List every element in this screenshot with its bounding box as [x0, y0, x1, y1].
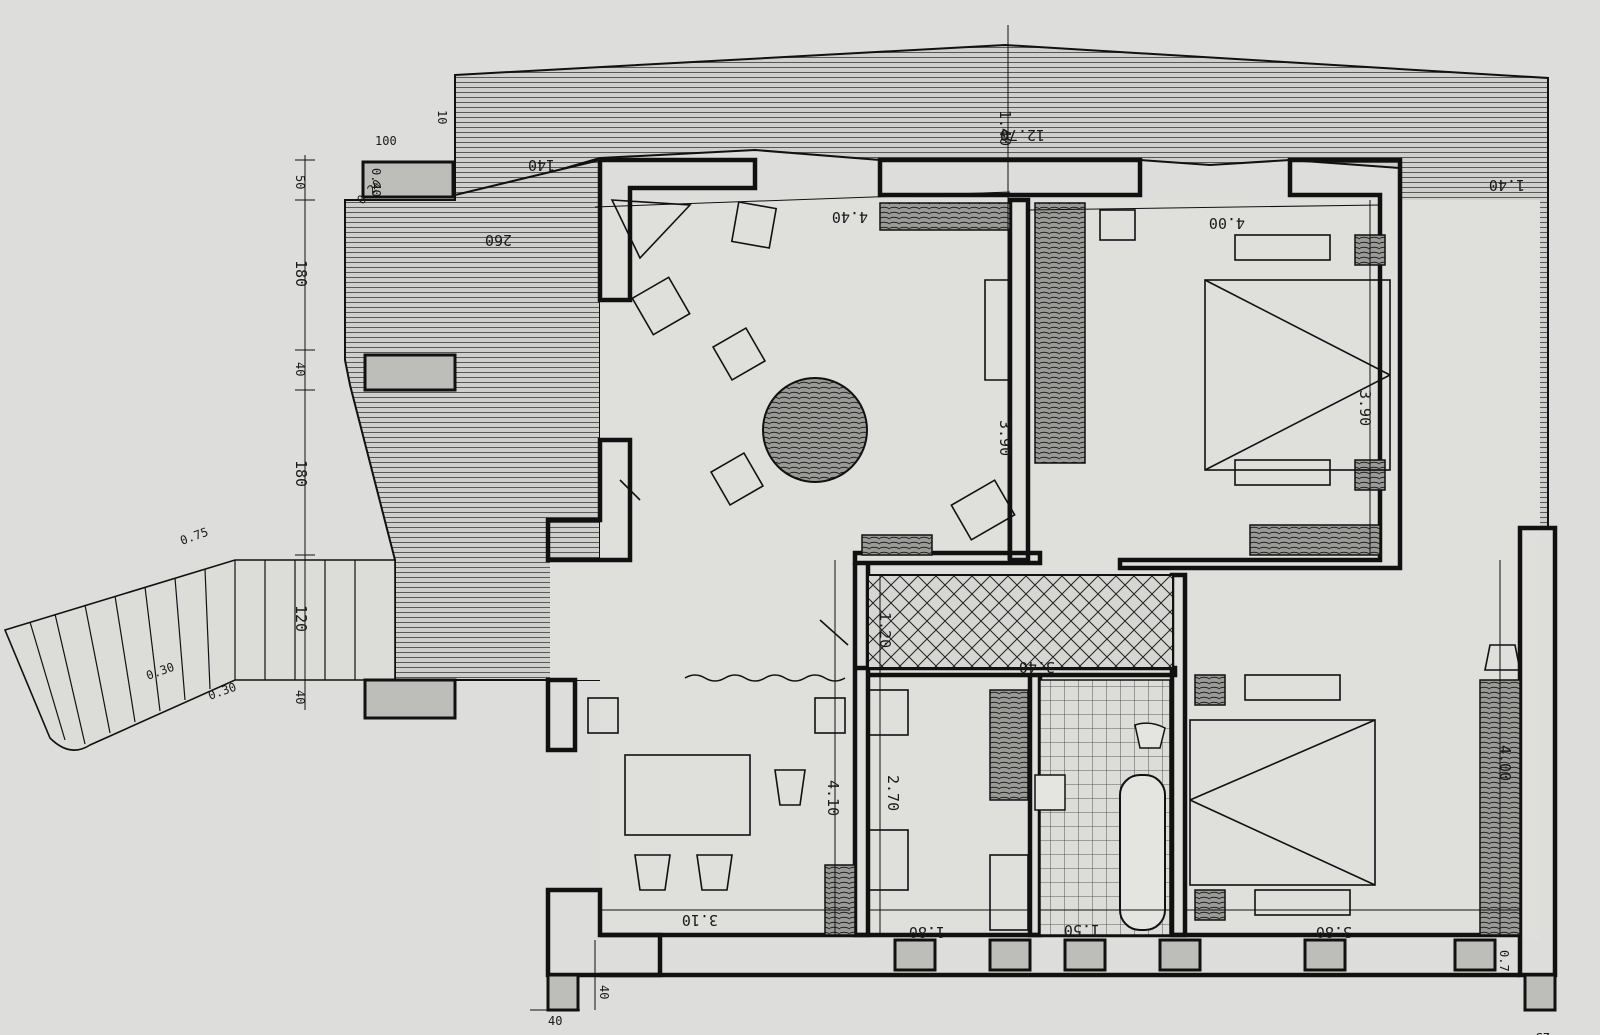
dim-pier-040: 0.40: [369, 168, 383, 197]
furniture: [587, 199, 1521, 931]
dim-top-left-100: 100: [375, 134, 397, 148]
dim-left-40-b: 40: [293, 690, 307, 704]
dim-bottom-40-b: 40: [548, 1014, 562, 1028]
dim-bath-150: 1.50: [1064, 921, 1100, 939]
dim-kitchen-180: 1.80: [909, 923, 945, 941]
dim-bottom-right-07: 0.7: [1497, 950, 1511, 972]
dim-bed1-400: 4.00: [1209, 214, 1245, 232]
dim-dining-310: 3.10: [682, 911, 718, 929]
dim-living-440: 4.40: [832, 208, 868, 226]
bathroom-tiles: [1034, 679, 1171, 936]
dim-top-width: 12.70: [1000, 126, 1045, 144]
dimension-lines: [295, 25, 1520, 1011]
dim-left-140: 140: [528, 156, 555, 174]
hall-cross-hatch: [867, 574, 1174, 669]
dim-left-180-b: 180: [292, 460, 310, 487]
exterior-stair: [3, 559, 396, 751]
dim-top-left-10: 10: [435, 110, 449, 124]
dim-bed2-380: 3.80: [1316, 923, 1352, 941]
dim-living-390: 3.90: [996, 420, 1014, 456]
dim-left-40: 40: [293, 362, 307, 376]
dim-kitchen-270: 2.70: [884, 775, 902, 811]
dim-right-140: 1.40: [1489, 176, 1525, 194]
dim-left-50: 50: [293, 175, 307, 189]
dim-top-depth: 1.40: [996, 110, 1014, 146]
dim-bed1-390: 3.90: [1356, 390, 1374, 426]
dim-dining-410: 4.10: [824, 780, 842, 816]
dim-bottom-40: 40: [597, 985, 611, 999]
dim-bottom-right-25: 25: [1536, 1030, 1550, 1035]
dim-left-120: 120: [292, 605, 310, 632]
dim-hall-340: 3.40: [1019, 658, 1055, 676]
dim-stair-075: 0.75: [178, 525, 210, 548]
piers: [361, 160, 1557, 1012]
dim-left-180-a: 180: [292, 260, 310, 287]
dim-hall-120: 1.20: [876, 612, 894, 648]
dim-bed2-400: 4.00: [1496, 745, 1514, 781]
dim-terrace-260: 260: [485, 231, 512, 249]
